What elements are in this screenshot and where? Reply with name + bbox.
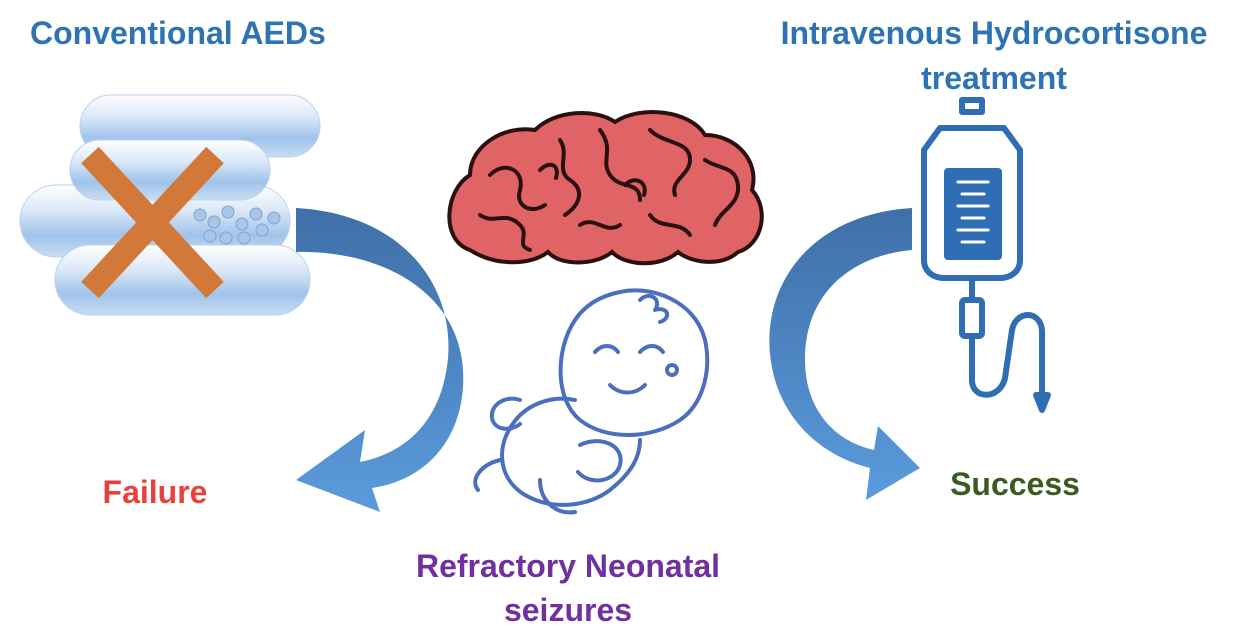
- failure-label: Failure: [102, 474, 208, 510]
- iv-bag-icon: [921, 97, 1051, 413]
- curved-arrow-right-icon: [769, 208, 920, 500]
- hydrocortisone-line2: treatment: [921, 60, 1067, 96]
- cross-icon: [81, 146, 224, 299]
- curved-arrow-left-icon: [296, 208, 464, 512]
- refractory-line1: Refractory Neonatal: [415, 548, 721, 584]
- hydrocortisone-label: Intravenous Hydrocortisone treatment: [752, 14, 1236, 97]
- brain-icon: [447, 110, 764, 266]
- refractory-line2: seizures: [503, 592, 633, 628]
- conventional-aeds-label: Conventional AEDs: [30, 15, 326, 51]
- refractory-seizures-label: Refractory Neonatal seizures: [368, 544, 768, 632]
- success-label: Success: [950, 466, 1080, 502]
- hydrocortisone-line1: Intravenous Hydrocortisone: [780, 15, 1208, 51]
- baby-icon: [473, 288, 710, 515]
